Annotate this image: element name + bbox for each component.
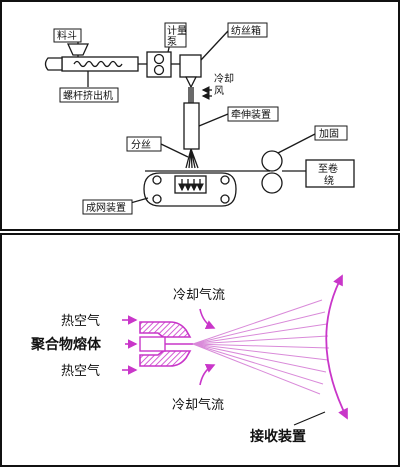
polymer-melt-label: 聚合物熔体 <box>30 336 102 353</box>
cooling-air-bottom-arrow <box>199 363 216 386</box>
extruder-barrel <box>61 56 139 72</box>
roller-bottom-left <box>152 194 162 204</box>
leader-spinbox <box>200 30 229 61</box>
suction-box <box>174 175 207 194</box>
label-box-extruder <box>59 87 119 103</box>
metering-pump-box <box>146 51 172 78</box>
leader-reinforce <box>277 133 316 154</box>
label-box-splitter <box>126 136 162 152</box>
label-box-hopper <box>53 28 82 43</box>
spin-box-label: 纺丝箱 <box>231 24 261 37</box>
label-box-pump <box>164 22 187 48</box>
reinforce-label: 加固 <box>319 128 339 140</box>
splitter-fan <box>185 148 199 169</box>
die-upper-half <box>139 321 192 338</box>
melt-channel <box>139 336 166 352</box>
metering-pump-label-1: 计量 <box>167 24 187 37</box>
collector-arrow-top <box>333 274 343 287</box>
cooling-label-2: 风 <box>214 85 224 97</box>
splitter-label: 分丝 <box>131 139 151 151</box>
winding-label-1: 至卷 <box>318 162 338 175</box>
winding-label-2: 绕 <box>324 174 334 187</box>
extruder-label: 螺杆挤出机 <box>63 89 113 102</box>
label-box-reinforce <box>314 125 348 141</box>
extruder-screw <box>73 60 123 68</box>
leader-splitter <box>160 143 189 158</box>
hot-air-top-label: 热空气 <box>61 313 100 329</box>
winding-box <box>305 159 355 188</box>
calender-roll-top <box>261 150 283 172</box>
label-box-spinbox <box>227 22 268 38</box>
bottom-panel-frame <box>0 233 400 467</box>
hopper-label: 料斗 <box>57 29 77 42</box>
label-box-web-forming <box>82 199 133 215</box>
collector-label: 接收装置 <box>250 428 306 445</box>
hot-air-bottom-label: 热空气 <box>61 363 100 379</box>
hopper-shape <box>66 43 90 56</box>
die-lower-half <box>139 350 192 367</box>
cooling-label-1: 冷却 <box>214 72 234 85</box>
collector-arc <box>325 281 348 420</box>
leader-drawing <box>198 113 229 127</box>
roller-top-right <box>220 175 230 185</box>
top-panel-frame <box>0 0 400 231</box>
web-forming-label: 成网装置 <box>86 201 126 214</box>
leader-collector <box>293 411 326 426</box>
roller-top-left <box>152 175 162 185</box>
metering-pump-label-2: 泵 <box>167 36 177 48</box>
spin-box-shape <box>179 54 202 78</box>
cooling-air-top-label: 冷却气流 <box>173 287 225 303</box>
label-box-drawing <box>227 106 279 122</box>
cooling-air-top-arrow <box>199 308 216 330</box>
cooling-air-bottom-label: 冷却气流 <box>172 397 224 413</box>
fiber-spray <box>192 299 330 395</box>
pump-gear-bottom <box>153 64 165 76</box>
spinneret <box>184 76 198 89</box>
roller-bottom-right <box>220 194 230 204</box>
drawing-device-label: 牵伸装置 <box>231 108 271 121</box>
pump-gear-top <box>153 53 165 65</box>
extruder-motor <box>44 57 63 71</box>
calender-roll-bottom <box>261 172 283 194</box>
drawing-device-shape <box>183 102 200 150</box>
